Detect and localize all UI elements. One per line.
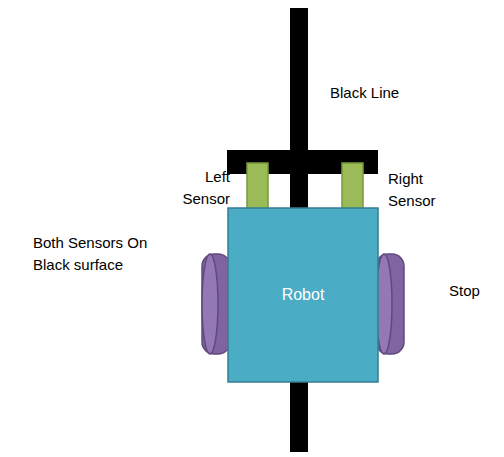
- line-label: Black Line: [330, 82, 440, 104]
- robot-box: Robot: [228, 208, 378, 382]
- robot-body: [228, 208, 378, 382]
- condition-label: Both Sensors On Black surface: [33, 232, 165, 276]
- sensor-label: Right Sensor: [388, 168, 452, 212]
- action-label: Stop: [449, 280, 499, 302]
- left-sensor: [247, 163, 268, 211]
- robot-label: Robot: [282, 286, 325, 304]
- left-wheel: [202, 254, 230, 354]
- right-wheel: [376, 254, 404, 354]
- sensor-label: Left Sensor: [166, 166, 230, 210]
- right-sensor: [342, 163, 363, 211]
